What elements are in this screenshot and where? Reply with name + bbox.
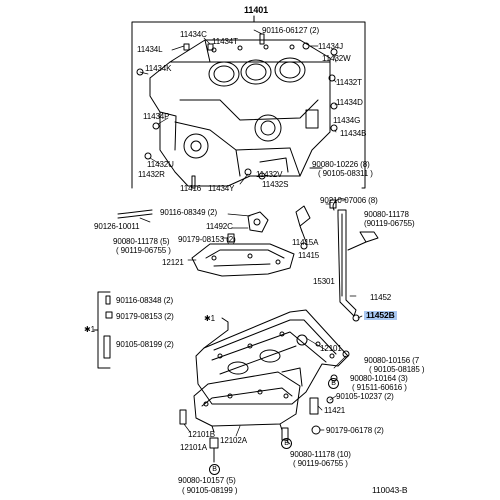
label-11434P: 11434P <box>143 112 170 121</box>
circle-b-marker-2: B <box>281 438 292 449</box>
label-90080-10157: 90080-10157 (5) <box>178 476 236 485</box>
label-90126-10011: 90126-10011 <box>94 222 140 231</box>
middle-small-parts <box>227 199 337 250</box>
label-11434B: 11434B <box>340 129 367 138</box>
label-11432W: 11432W <box>322 54 351 63</box>
label-90116-08348: 90116-08348 (2) <box>116 296 174 305</box>
label-90210-07006: 90210-07006 (8) <box>320 196 378 205</box>
label-11421: 11421 <box>324 406 346 415</box>
label-11432R: 11432R <box>138 170 165 179</box>
cylinder-block <box>149 39 331 187</box>
label-11432S: 11432S <box>262 180 289 189</box>
block-group-frame <box>131 15 366 189</box>
label-11432V: 11432V <box>256 170 283 179</box>
label-11416: 11416 <box>180 184 202 193</box>
label-11401: 11401 <box>244 5 269 15</box>
label-11432U: 11432U <box>147 160 174 169</box>
outer-leaders <box>139 203 363 445</box>
label-90179-08153-b: 90179-08153 (2) <box>116 312 174 321</box>
star1-fastener-group <box>93 291 229 369</box>
label-90080-10226: 90080-10226 (8) <box>312 160 370 169</box>
label-11432T: 11432T <box>336 78 362 87</box>
label-90105-08199: 90105-08199 (2) <box>116 340 174 349</box>
label-12121: 12121 <box>162 258 184 267</box>
label-11415: 11415 <box>298 251 320 260</box>
label-star1-pan: ✱1 <box>204 314 215 323</box>
label-11434T: 11434T <box>212 37 238 46</box>
label-90179-08153-a: 90179-08153 (2) <box>178 235 236 244</box>
label-12101B: 12101B <box>188 430 215 439</box>
label-15301: 15301 <box>313 277 335 286</box>
label-90116-06127: 90116-06127 (2) <box>262 26 320 35</box>
label-90116-08349: 90116-08349 (2) <box>160 208 218 217</box>
oil-pan-baffle <box>191 243 295 277</box>
label-11452: 11452 <box>370 293 392 302</box>
label-90179-06178: 90179-06178 (2) <box>326 426 384 435</box>
stud <box>117 209 153 219</box>
label-90105-08311: ( 90105-08311 ) <box>318 169 373 178</box>
label-11434J: 11434J <box>318 42 344 51</box>
label-90080-11178-10: 90080-11178 (10) <box>290 450 351 459</box>
label-12101A: 12101A <box>180 443 207 452</box>
label-12102A: 12102A <box>220 436 247 445</box>
oil-level-gauge <box>332 198 379 322</box>
label-90080-10164: 90080-10164 (3) <box>350 374 408 383</box>
label-90119-06755-c: ( 90119-06755 ) <box>293 459 348 468</box>
circle-b-marker-3: B <box>209 464 220 475</box>
oil-pan-upper <box>195 309 349 405</box>
circle-b-marker-1: B <box>328 378 339 389</box>
oil-pan-lower <box>193 371 301 463</box>
label-11434D: 11434D <box>336 98 363 107</box>
block-leaders <box>139 29 337 185</box>
label-90105-10237: 90105-10237 (2) <box>336 392 394 401</box>
label-11434L: 11434L <box>137 45 163 54</box>
label-11434K: 11434K <box>145 64 172 73</box>
block-plugs <box>136 33 338 189</box>
label-90080-10156: 90080-10156 (7 <box>364 356 420 365</box>
label-11434C: 11434C <box>180 30 207 39</box>
label-90080-11178: 90080-11178 <box>364 210 409 219</box>
label-90105-08185: ( 90105-08185 ) <box>369 365 425 374</box>
label-11492C: 11492C <box>206 222 233 231</box>
label-star1-left: ✱1 <box>84 325 95 334</box>
label-90119-06755-b: (90119-06755) <box>364 219 415 228</box>
label-11434Y: 11434Y <box>208 184 235 193</box>
label-12101: 12101 <box>320 344 342 353</box>
label-90105-08199-b: ( 90105-08199 ) <box>182 486 238 495</box>
diagram-code: 110043-B <box>372 485 408 495</box>
label-90119-06755-a: ( 90119-06755 ) <box>116 246 171 255</box>
label-11452B-highlighted[interactable]: 11452B <box>364 310 397 320</box>
label-91511-60616: ( 91511-60616 ) <box>352 383 407 392</box>
label-90080-11178-5: 90080-11178 (5) <box>113 237 170 246</box>
label-11434G: 11434G <box>333 116 361 125</box>
label-11415A: 11415A <box>292 238 319 247</box>
